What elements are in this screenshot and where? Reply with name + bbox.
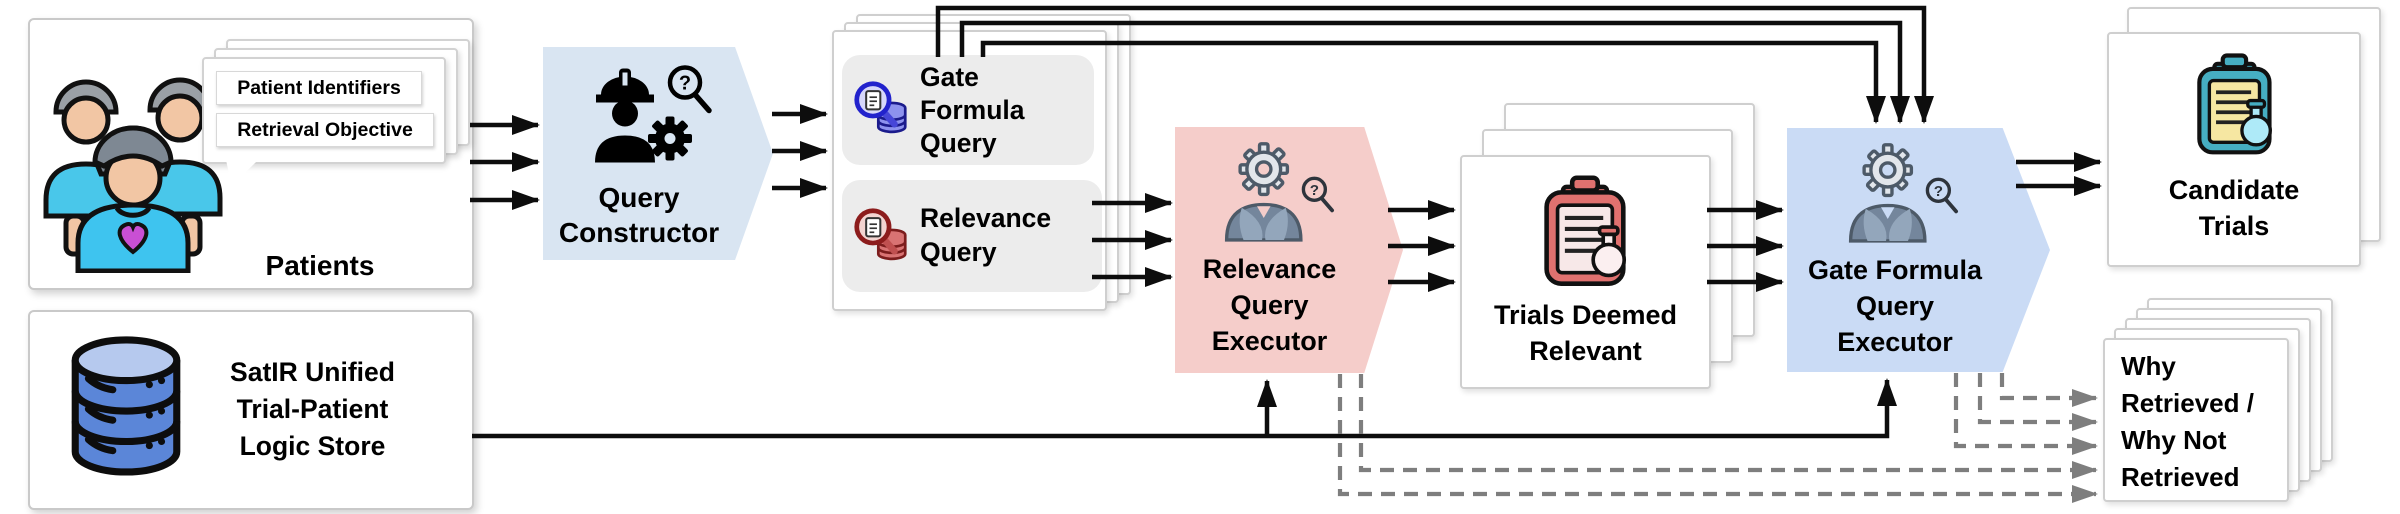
retrieval-objective-chip: Retrieval Objective (216, 113, 434, 147)
gate-formula-query-label: Gate Formula Query (920, 62, 1025, 158)
candidate-clipboard-flask-icon (2197, 53, 2272, 155)
gate-query-search-database-icon (854, 81, 907, 134)
gate-formula-query-executor-node: ? Gate Formula Query Executor (1787, 128, 2050, 372)
executor-person-gear-search-icon: ? (1224, 142, 1334, 242)
trials-relevant-label: Trials Deemed Relevant (1493, 300, 1678, 366)
relevance-query-search-database-icon (854, 208, 907, 261)
relevance-query-executor-node: ? Relevance Query Executor (1175, 127, 1403, 373)
relevance-query-executor-label: Relevance Query Executor (1202, 254, 1337, 356)
gear-icon (648, 116, 692, 161)
svg-text:?: ? (1310, 182, 1319, 199)
svg-text:?: ? (679, 73, 691, 95)
gate-formula-query-executor-label: Gate Formula Query Executor (1807, 255, 1983, 357)
dashed-relevance-executor-to-why-1 (1337, 374, 2098, 503)
dashed-gate-executor-to-why-2 (1977, 373, 2098, 431)
candidate-trials-card: Candidate Trials (2107, 32, 2361, 267)
query-constructor-label: Query Constructor (558, 182, 720, 248)
candidate-trials-label: Candidate Trials (2168, 175, 2300, 241)
people-group-icon (43, 77, 223, 273)
gear-icon (1238, 142, 1290, 197)
gate-formula-query-chip: Gate Formula Query (842, 55, 1094, 165)
dashed-explanation-arrows (1337, 373, 2098, 503)
query-constructor-node: ? (543, 47, 773, 260)
patients-box: Patient Identifiers Retrieval Objective … (28, 18, 474, 290)
logic-store-box: SatIR Unified Trial-Patient Logic Store (28, 310, 474, 510)
trials-clipboard-flask-icon (1544, 175, 1627, 286)
why-retrieved-label: Why Retrieved / Why Not Retrieved (2121, 351, 2254, 492)
dashed-gate-executor-to-why-1 (1953, 373, 2098, 455)
relevance-query-chip: Relevance Query (842, 180, 1102, 292)
dashed-gate-executor-to-why-3 (1999, 373, 2098, 407)
executor-person-gear-search-icon: ? (1848, 143, 1958, 243)
database-icon (71, 336, 181, 476)
logic-store-label: SatIR Unified Trial-Patient Logic Store (230, 357, 395, 461)
gear-icon (1862, 143, 1914, 198)
queries-card: Gate Formula Query Relevance Query (832, 30, 1107, 311)
engineer-gear-search-icon: ? (595, 65, 712, 163)
why-retrieved-card: Why Retrieved / Why Not Retrieved (2103, 338, 2289, 502)
speech-bubble: Patient Identifiers Retrieval Objective (202, 57, 446, 186)
trials-relevant-card: Trials Deemed Relevant (1460, 155, 1711, 389)
patients-label: Patients (265, 250, 375, 281)
svg-text:?: ? (1934, 183, 1943, 200)
relevance-query-label: Relevance Query (920, 203, 1052, 267)
speech-bubble-tail (226, 160, 258, 186)
patient-identifiers-chip: Patient Identifiers (216, 71, 422, 105)
